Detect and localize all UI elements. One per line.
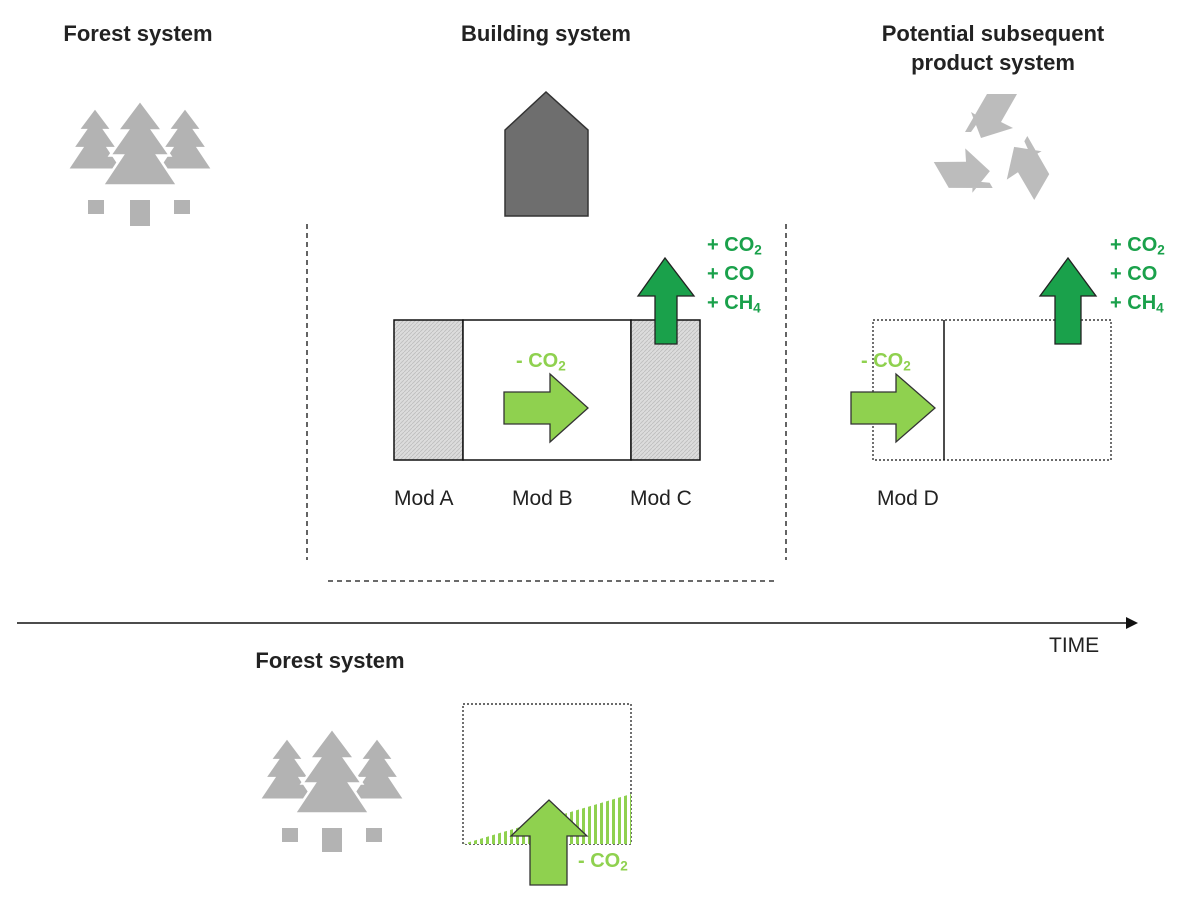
emission-line: + CO [707,263,755,285]
heading-building-system: Building system [461,21,631,46]
forest-trees-icon-bottom [259,727,405,852]
heading-subsequent-line2: product system [911,50,1075,75]
label-mod-a: Mod A [394,487,454,510]
heading-subsequent-line1: Potential subsequent [881,21,1105,46]
emission-arrow-mod-d [1038,256,1098,345]
emissions-mod-d: + CO2 + CO + CH4 [1110,231,1165,318]
module-a-box [393,319,464,461]
emission-line: + CO2 [1110,234,1165,258]
uptake-arrow-forest [509,799,589,886]
label-mod-b: Mod B [512,487,573,510]
emission-arrow-mod-c [636,256,696,345]
time-axis-label: TIME [1049,634,1100,657]
uptake-arrow-mod-d [850,372,936,444]
emission-line: + CO2 [707,234,762,258]
module-b-box [462,319,632,461]
house-icon [504,90,589,217]
emission-line: + CH4 [1110,292,1164,316]
forest-trees-icon [67,99,213,226]
uptake-label-mod-b: - CO2 [516,350,566,374]
uptake-arrow-mod-b [503,372,589,444]
emission-line: + CH4 [707,292,761,316]
heading-forest-system-top: Forest system [63,21,213,46]
uptake-label-forest: - CO2 [578,850,628,874]
emissions-mod-c: + CO2 + CO + CH4 [707,231,762,318]
time-axis-arrowhead [1126,617,1138,629]
label-mod-d: Mod D [877,487,939,510]
uptake-label-mod-d: - CO2 [861,350,911,374]
emission-line: + CO [1110,263,1158,285]
recycle-icon [933,94,1050,201]
label-mod-c: Mod C [630,487,692,510]
heading-forest-system-bottom: Forest system [255,648,405,673]
